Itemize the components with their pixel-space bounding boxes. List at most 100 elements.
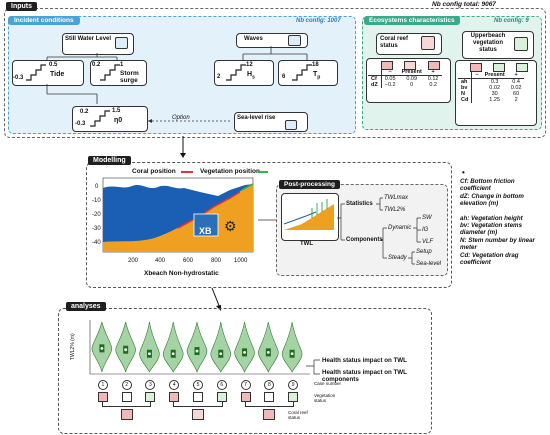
veg-status-icon-1 (97, 392, 108, 402)
veg-cell: 2 (514, 97, 518, 103)
veg-status-icon-9 (288, 392, 299, 402)
vlf-label: VLF (422, 239, 434, 245)
veg-state-minus: − (471, 72, 482, 79)
tp-letter: T (313, 71, 318, 78)
violin-median-8 (266, 351, 270, 354)
hs-sub: s (252, 74, 255, 81)
tp-sub: p (317, 74, 321, 81)
coral-cell: 0.12 (427, 76, 439, 82)
veg-cell: 1.25 (489, 97, 501, 103)
coral-corner-cell (368, 69, 382, 76)
coral-state-plus: + (424, 69, 442, 76)
steady-label: Steady (388, 255, 407, 261)
veg-row-bv: bv 0.02 0.02 (458, 85, 524, 91)
case-number-5: 5 (193, 380, 203, 390)
violin-median-1 (100, 346, 104, 350)
veg-status-title: Upperbeach vegetation status (470, 33, 506, 53)
eta-label: η0 (114, 117, 123, 124)
option-label: Option (172, 115, 190, 121)
xbeach-label: Xbeach Non-hydrostatic (144, 270, 219, 277)
ig-label: IG (422, 227, 429, 233)
veg-minus-icon (470, 63, 482, 72)
tp-label: Tp (313, 71, 320, 80)
post-tab: Post-processing (279, 180, 340, 189)
tide-min: -0.3 (13, 75, 24, 81)
bathymetry-plot (102, 177, 254, 253)
x-tick-2: 600 (183, 258, 194, 264)
veg-position-label: Vegetation position (200, 168, 260, 175)
veg-table: − Present + ah 0.3 0.4 bv 0.02 0.02 N 30… (458, 72, 525, 103)
veg-row-cd: Cd 1.25 2 (458, 97, 524, 103)
y-tick-1: -10 (92, 198, 101, 204)
sealevel-label: Sea-level (416, 261, 442, 267)
case-number-1: 1 (97, 380, 108, 390)
violin-3 (139, 321, 160, 373)
coral-row-cf: Cf 0.05 0.09 0.12 (368, 75, 442, 82)
violin-7 (234, 321, 255, 373)
coral-icon (421, 36, 435, 50)
violin-median-9 (290, 352, 294, 356)
legend-bullet: • (462, 168, 465, 177)
veg-state-plus: + (507, 72, 525, 79)
xb-logo: XB (199, 226, 212, 236)
coral-position-label: Coral position (132, 168, 176, 175)
coral-header-row: − Present + (368, 69, 442, 76)
eco-nb-config: Nb config: 9 (494, 18, 529, 24)
tide-stairs-icon (26, 64, 46, 81)
incident-connectors (46, 46, 308, 123)
veg-icon (514, 37, 528, 51)
violin-5 (186, 321, 208, 374)
slr-label: Sea-level rise (237, 115, 276, 121)
coral-status-icon (120, 409, 133, 420)
violin-median-2 (124, 348, 128, 352)
eta-min: -0.3 (75, 121, 86, 127)
veg-cell: 0.02 (489, 85, 501, 91)
violin-4 (162, 321, 184, 373)
hs-max: 12 (246, 62, 253, 68)
case-number-label: Case number (314, 381, 342, 386)
surge-min: 0.2 (92, 62, 101, 68)
veg-status-icon-6 (216, 392, 227, 402)
inputs-tab: Inputs (6, 2, 37, 11)
hs-min: 2 (217, 74, 221, 80)
x-tick-3: 800 (211, 258, 222, 264)
coral-group-bracket (101, 402, 152, 407)
case-number-2: 2 (121, 380, 132, 390)
veg-status-icon-7 (240, 392, 251, 402)
eta-box (72, 106, 148, 132)
tide-box (12, 60, 84, 86)
veg-cell: 0.4 (512, 79, 520, 85)
veg-row-ah: ah 0.3 0.4 (458, 78, 524, 85)
setup-label: Setup (416, 249, 432, 255)
veg-corner-cell (458, 72, 473, 79)
y-tick-3: -30 (92, 226, 101, 232)
x-tick-4: 1000 (234, 258, 248, 264)
violin-9 (281, 321, 303, 373)
statistics-label: Statistics (346, 201, 373, 207)
waves-label: Waves (244, 36, 263, 42)
waves-icon (288, 35, 301, 46)
surge-max: 1 (120, 62, 124, 68)
y-tick-0: 0 (95, 184, 99, 190)
veg-present-icon (493, 63, 505, 72)
veg-row-key: Cd (458, 97, 473, 103)
analyses-panel (58, 308, 432, 434)
case-number-7: 7 (240, 380, 251, 390)
case-number-3: 3 (145, 380, 156, 390)
health-twl: Health status impact on TWL (322, 357, 407, 364)
legend-bv: bv: Vegetation stems diameter (m) (460, 222, 523, 237)
gear-icon: ⚙ (224, 218, 237, 234)
y-tick-4: -40 (92, 240, 101, 246)
coral-status-label: Coral reef status (288, 410, 308, 420)
dynamic-label: Dynamic (388, 225, 412, 231)
coral-cell: 0.2 (429, 82, 437, 88)
hs-box (214, 60, 274, 86)
coral-cell: 0 (410, 82, 414, 88)
violin-chart (89, 320, 310, 375)
violin-6 (210, 321, 232, 373)
veg-cell: 30 (491, 91, 498, 97)
coral-table: − Present + Cf 0.05 0.09 0.12 dZ −0.2 0 … (368, 69, 442, 88)
tp-max: 18 (312, 62, 319, 68)
